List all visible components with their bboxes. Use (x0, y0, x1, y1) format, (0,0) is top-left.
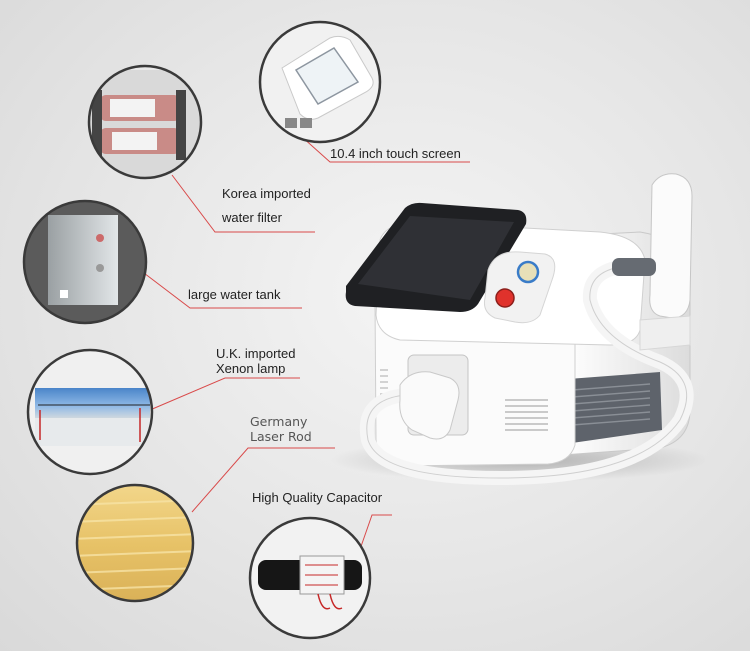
label-xenon-line1: U.K. imported (216, 346, 296, 361)
front-handpiece (399, 371, 460, 440)
detail-circle-water-filter (87, 64, 203, 180)
handpiece-hose-edge (366, 267, 688, 479)
emergency-stop-icon (495, 288, 515, 308)
right-panel (639, 315, 691, 351)
side-vents (571, 383, 651, 426)
detail-circle-capacitor (248, 516, 372, 640)
label-water-filter-line2: water filter (222, 210, 282, 225)
label-water-filter-line1: Korea imported (222, 186, 311, 201)
front-vents-right (505, 399, 548, 431)
handpiece-connector (612, 258, 656, 276)
label-laser-line1: Germany (250, 414, 308, 429)
label-touch-screen: 10.4 inch touch screen (330, 146, 461, 161)
label-water-tank: large water tank (188, 287, 281, 302)
label-capacitor: High Quality Capacitor (252, 490, 383, 505)
knob-icon (516, 260, 540, 284)
label-xenon-line2: Xenon lamp (216, 361, 286, 376)
leader-laser-rod (191, 447, 335, 513)
leader-water-tank (139, 269, 302, 309)
detail-circle-laser-rod (75, 483, 195, 603)
detail-circle-water-tank (22, 199, 148, 325)
leader-xenon (149, 377, 300, 411)
touch-screen-glass (358, 216, 514, 300)
leader-water-filter (171, 174, 315, 233)
label-laser-line2: Laser Rod (250, 429, 312, 444)
detail-circle-touch-screen (258, 20, 382, 144)
laser-machine (330, 173, 710, 486)
leader-capacitor (357, 514, 392, 556)
detail-circle-xenon-lamp (26, 348, 154, 476)
top-handpiece (649, 173, 693, 319)
